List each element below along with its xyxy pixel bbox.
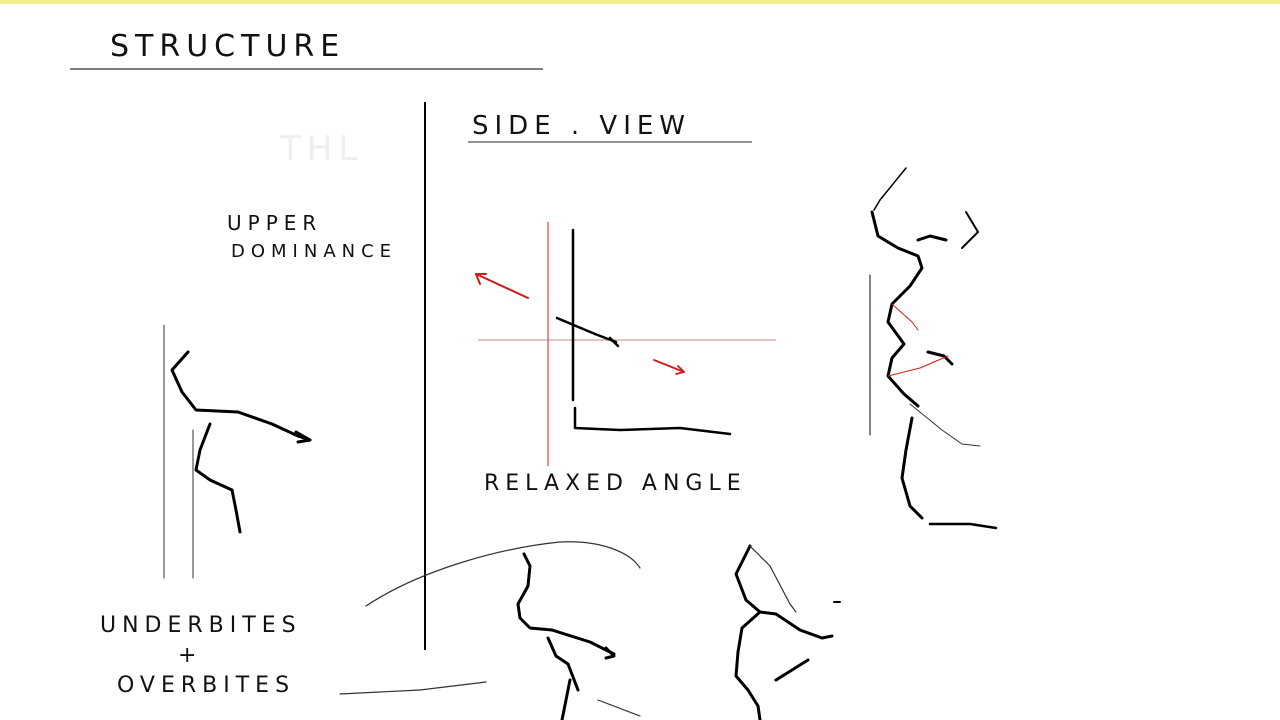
label-dominance: DOMINANCE — [231, 241, 397, 262]
profile-face-sketch — [869, 167, 998, 530]
top-strip — [0, 0, 1280, 4]
ghost-text: THL — [279, 129, 363, 169]
title-structure: STRUCTURE — [110, 29, 345, 64]
heading-side-view: SIDE . VIEW — [472, 111, 691, 141]
label-plus: + — [178, 643, 202, 668]
label-overbites: OVERBITES — [117, 673, 295, 698]
bottom-jaw-sketches — [339, 541, 841, 720]
relaxed-angle-sketch — [475, 222, 776, 466]
label-underbites: UNDERBITES — [100, 613, 302, 638]
label-relaxed-angle: RELAXED ANGLE — [484, 471, 747, 496]
upper-dominance-sketch — [163, 324, 312, 579]
label-upper: UPPER — [227, 211, 322, 235]
